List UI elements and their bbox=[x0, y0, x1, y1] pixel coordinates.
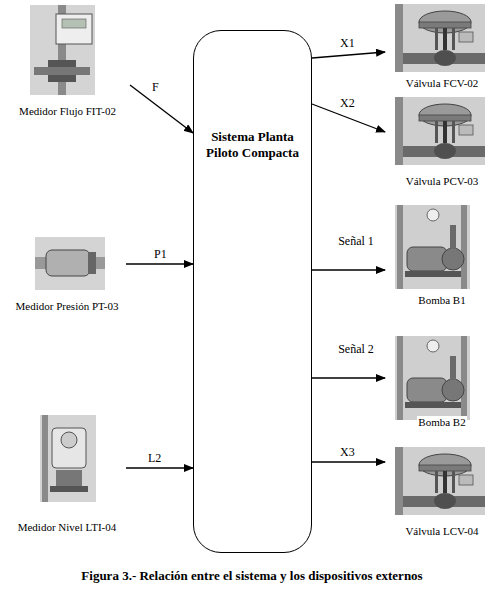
signal-label: X1 bbox=[338, 36, 357, 50]
pump-device: Bomba B2 bbox=[385, 334, 499, 429]
device-caption: Válvula LCV-04 bbox=[404, 525, 479, 538]
figure-rect bbox=[62, 19, 86, 28]
signal-arrow bbox=[126, 263, 193, 264]
pump-b2-photo bbox=[395, 336, 470, 420]
valve-pcv-photo bbox=[395, 97, 485, 165]
device-caption: Válvula FCV-02 bbox=[405, 77, 480, 90]
pump-device: Bomba B1 bbox=[385, 203, 499, 307]
figure-rect bbox=[88, 252, 96, 274]
signal-label: L2 bbox=[146, 451, 163, 465]
valve-device: Válvula FCV-02 bbox=[385, 2, 499, 90]
figure-rect bbox=[40, 415, 96, 502]
device-caption: Bomba B1 bbox=[417, 294, 466, 307]
figure-rect bbox=[52, 428, 86, 468]
flow-meter-photo bbox=[30, 5, 95, 95]
system-title: Sistema Planta Piloto Compacta bbox=[202, 129, 303, 161]
signal-label: P1 bbox=[152, 247, 169, 261]
device-caption: Medidor Presión PT-03 bbox=[15, 300, 120, 313]
signal-label: X2 bbox=[338, 96, 357, 110]
pressure-meter: Medidor Presión PT-03 bbox=[8, 235, 126, 313]
signal-label: X3 bbox=[338, 445, 357, 459]
signal-label: Señal 1 bbox=[334, 234, 378, 248]
figure-caption: Figura 3.- Relación entre el sistema y l… bbox=[0, 568, 504, 584]
pump-b1-photo bbox=[395, 205, 470, 289]
figure-circle bbox=[61, 432, 77, 448]
device-caption: Medidor Nivel LTI-04 bbox=[17, 521, 118, 534]
figure-rect bbox=[34, 67, 90, 75]
valve-fcv-photo bbox=[395, 4, 485, 72]
figure-rect bbox=[46, 250, 90, 276]
figure-rect bbox=[30, 5, 95, 95]
flow-meter: Medidor Flujo FIT-02 bbox=[5, 4, 130, 118]
level-meter: Medidor Nivel LTI-04 bbox=[8, 412, 126, 534]
signal-label: F bbox=[150, 80, 161, 94]
figure-rect bbox=[50, 486, 88, 492]
signal-arrow bbox=[312, 269, 385, 270]
device-caption: Bomba B2 bbox=[417, 416, 466, 429]
figure-rect bbox=[56, 14, 92, 44]
pressure-meter-photo bbox=[35, 237, 105, 290]
valve-lcv-photo bbox=[395, 447, 485, 515]
level-meter-photo bbox=[40, 415, 96, 502]
signal-arrow bbox=[312, 461, 385, 462]
device-caption: Medidor Flujo FIT-02 bbox=[18, 105, 117, 118]
signal-arrow bbox=[312, 377, 385, 378]
figure-rect bbox=[42, 415, 48, 502]
figure-rect bbox=[35, 237, 105, 290]
valve-device: Válvula LCV-04 bbox=[385, 445, 499, 538]
valve-device: Válvula PCV-03 bbox=[385, 95, 499, 188]
signal-arrow bbox=[130, 85, 193, 133]
signal-label: Señal 2 bbox=[334, 342, 378, 356]
figure-rect bbox=[56, 470, 82, 486]
signal-arrow bbox=[126, 467, 193, 468]
device-caption: Válvula PCV-03 bbox=[405, 175, 480, 188]
signal-arrow bbox=[312, 52, 385, 58]
system-box: Sistema Planta Piloto Compacta bbox=[193, 30, 312, 553]
